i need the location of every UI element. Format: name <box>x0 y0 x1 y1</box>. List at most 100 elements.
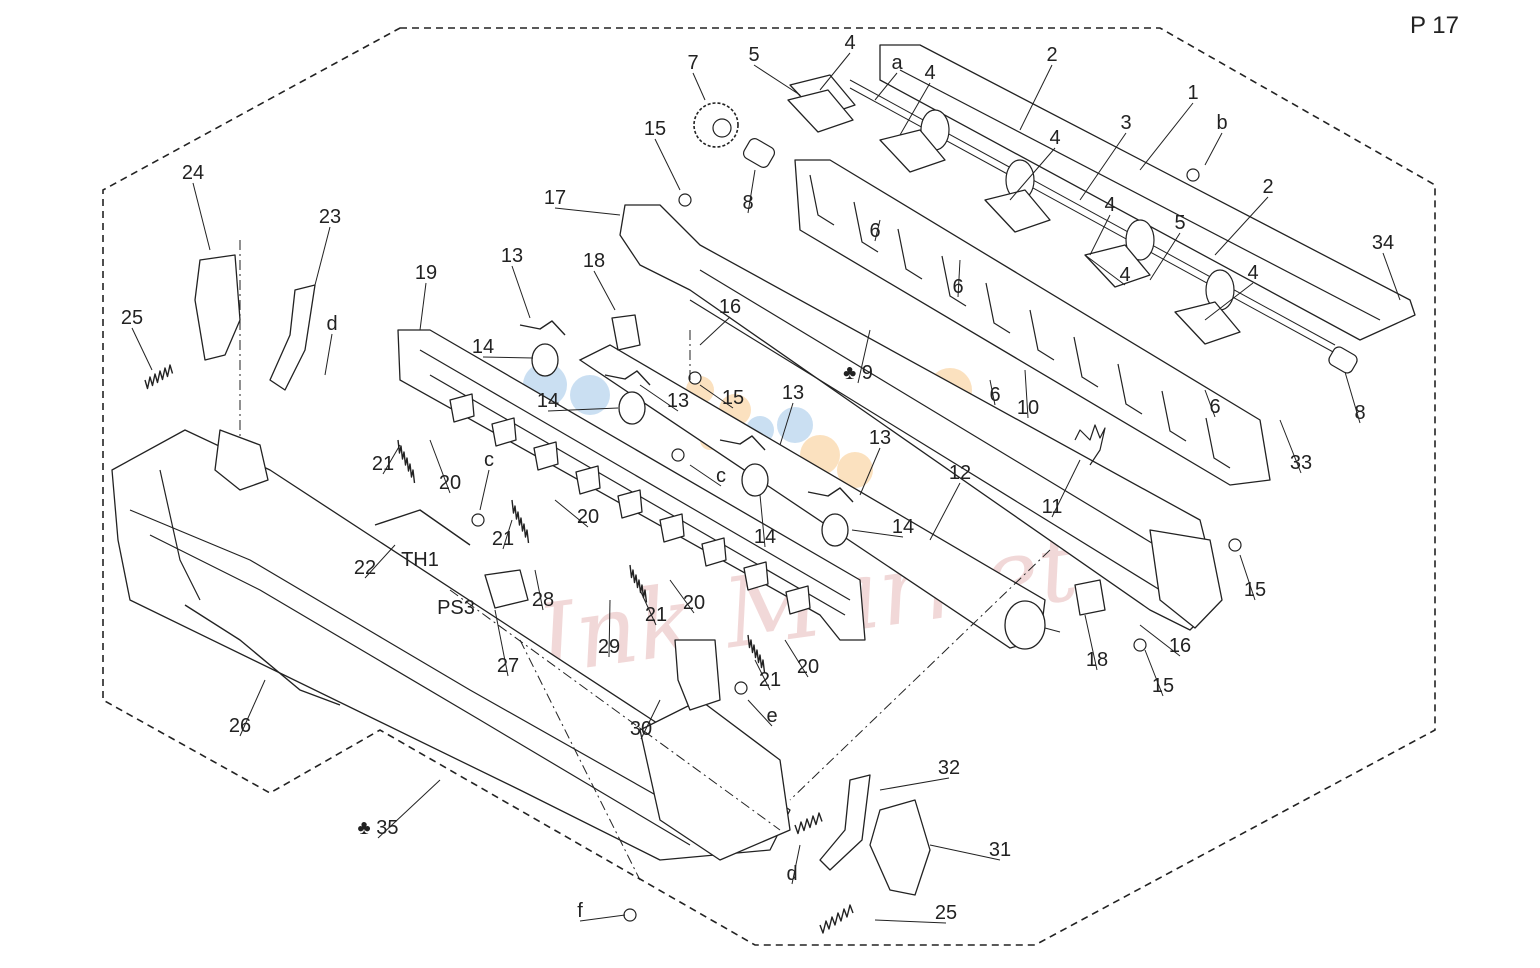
leader-line <box>419 282 427 331</box>
guide-part-4 <box>1174 301 1241 345</box>
guide-plate-rib <box>1117 363 1143 415</box>
leader-line <box>192 182 211 251</box>
callout-14: 14 <box>472 336 494 358</box>
leader-line <box>639 384 679 412</box>
leader-line <box>608 599 611 658</box>
leader-line <box>879 777 950 791</box>
screw <box>678 193 692 207</box>
leader-line <box>382 444 401 475</box>
lever-23 <box>269 284 316 391</box>
guide-part-4 <box>1084 244 1151 288</box>
upper-guide-end <box>1149 529 1223 629</box>
leader-line <box>754 659 771 691</box>
callout-15: 15 <box>644 118 666 140</box>
leader-line <box>429 439 451 494</box>
callout-6: 6 <box>869 220 880 242</box>
lever-31 <box>869 799 931 896</box>
callout-4: 4 <box>1247 262 1258 284</box>
leader-line <box>654 138 681 191</box>
upper-guide-detail <box>689 299 1161 591</box>
leader-line <box>547 407 619 412</box>
callout-10: 10 <box>1017 397 1039 419</box>
cover-frame-slot <box>785 585 811 615</box>
leader-line <box>1382 252 1401 301</box>
leader-line <box>779 402 794 446</box>
leader-line <box>1239 554 1256 601</box>
guide-plate-rib <box>809 174 835 226</box>
leader-line <box>753 64 801 96</box>
wire-spring-13 <box>604 370 651 386</box>
guide-plate-rib <box>941 255 967 307</box>
callout-13: 13 <box>667 390 689 412</box>
callout-32: 32 <box>938 757 960 779</box>
pinch-roller-14 <box>741 463 769 497</box>
main-frame-detail <box>159 469 201 601</box>
leader-line <box>851 529 904 538</box>
callout-4: 4 <box>1104 194 1115 216</box>
spring-11 <box>1074 424 1106 466</box>
guide-plate-rib <box>985 282 1011 334</box>
leader-line <box>239 679 266 737</box>
callout-9: ♣ 9 <box>843 362 873 384</box>
watermark-dot <box>777 407 813 443</box>
leader-line <box>377 779 441 839</box>
leader-line <box>874 219 881 242</box>
callout-20: 20 <box>797 656 819 678</box>
callout-23: 23 <box>319 206 341 228</box>
leader-line <box>692 72 706 101</box>
leader-line <box>593 270 616 311</box>
screw <box>1186 168 1200 182</box>
callout-22: 22 <box>354 557 376 579</box>
callout-29: 29 <box>598 636 620 658</box>
leader-line <box>989 379 996 406</box>
leader-line <box>579 914 626 922</box>
leader-line <box>669 579 695 614</box>
bushing-8 <box>742 138 776 168</box>
screw <box>623 908 637 922</box>
holder-18 <box>1074 579 1106 616</box>
leader-line <box>699 384 734 409</box>
callout-2: 2 <box>1262 176 1273 198</box>
wire-spring-13 <box>719 435 766 451</box>
spring-21 <box>629 564 648 603</box>
guide-part-4 <box>984 189 1051 233</box>
cover-frame-slot <box>659 513 685 543</box>
leader-line <box>1009 147 1056 201</box>
frame-bracket-30 <box>674 639 721 711</box>
leader-line <box>479 469 490 511</box>
leader-line <box>511 265 531 319</box>
callout-24: 24 <box>182 162 204 184</box>
callout-d: d <box>326 313 337 335</box>
callout-4: 4 <box>924 62 935 84</box>
callout-31: 31 <box>989 839 1011 861</box>
spring-21 <box>397 439 416 484</box>
callout-35: ♣ 35 <box>358 817 399 839</box>
callout-20: 20 <box>577 506 599 528</box>
callout-26: 26 <box>229 715 251 737</box>
leader-line <box>1084 614 1098 671</box>
cover-frame-slot <box>617 489 643 519</box>
leader-line <box>1204 132 1223 166</box>
leader-line <box>1214 196 1269 256</box>
leader-line <box>759 494 766 548</box>
callout-21: 21 <box>759 669 781 691</box>
callout-28: 28 <box>532 589 554 611</box>
lever-24 <box>194 254 241 361</box>
leader-line <box>784 639 809 678</box>
callout-25: 25 <box>121 307 143 329</box>
top-rail-1 <box>879 44 1416 341</box>
main-frame-detail <box>149 534 691 846</box>
cover-frame-slot <box>701 537 727 567</box>
leader-line <box>1204 389 1216 418</box>
guide-plate-rib <box>1073 336 1099 388</box>
callout-18: 18 <box>583 250 605 272</box>
callout-6: 6 <box>952 276 963 298</box>
leader-line <box>1204 282 1254 321</box>
leader-line <box>929 844 1001 861</box>
upper-guide-frame <box>619 204 1221 631</box>
callout-14: 14 <box>537 390 559 412</box>
guide-plate-rib <box>1205 417 1231 469</box>
